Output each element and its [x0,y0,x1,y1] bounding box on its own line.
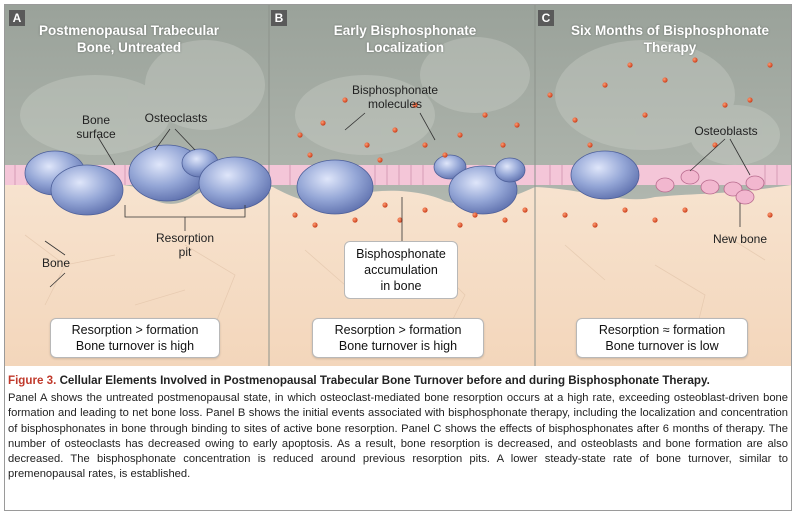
osteoclasts-label: Osteoclasts [144,111,208,125]
osteoblasts-label: Osteoblasts [694,124,758,138]
panel-a-title-line2: Bone, Untreated [76,40,182,55]
panel-b-title-line1: Early Bisphosphonate [333,23,477,38]
bisphosphonate-molecules-b [292,97,528,228]
resorption-pit-label-line2: pit [178,245,192,259]
caption-title: Figure 3. Cellular Elements Involved in … [8,373,788,388]
figure-number: Figure 3. [8,374,57,387]
bone-label: Bone [41,256,71,270]
summary-box-c: Resorption ≈ formation Bone turnover is … [576,318,748,358]
bisphosphonate-molecules-label-line1: Bisphosphonate [351,83,439,97]
resorption-pit-label-line1: Resorption [155,231,215,245]
panel-a-title-line1: Postmenopausal Trabecular [38,23,220,38]
panel-c-title: Six Months of Bisphosphonate Therapy [555,22,785,56]
panel-b-letter: B [271,10,287,26]
osteoclast-panel-c [570,150,640,200]
summary-a-line1: Resorption > formation [71,323,199,337]
caption-body: Panel A shows the untreated postmenopaus… [8,392,788,481]
figure-illustration [5,5,791,366]
panel-a-title: Postmenopausal Trabecular Bone, Untreate… [20,22,238,56]
accumulation-line3: in bone [380,279,422,293]
osteoclasts-panel-b [296,154,526,215]
summary-b-line1: Resorption > formation [334,323,462,337]
summary-c-line2: Bone turnover is low [605,339,719,353]
resorption-pit-label: Resorption pit [150,231,220,259]
summary-b-line2: Bone turnover is high [338,339,458,353]
osteoblasts-panel-c [655,169,765,205]
osteoclasts-panel-a [24,144,272,216]
bisphosphonate-accumulation-box: Bisphosphonate accumulation in bone [344,241,458,299]
panel-b-title: Early Bisphosphonate Localization [300,22,510,56]
summary-box-b: Resorption > formation Bone turnover is … [312,318,484,358]
summary-c-line1: Resorption ≈ formation [598,323,726,337]
accumulation-line1: Bisphosphonate [356,247,446,261]
panel-c-title-line1: Six Months of Bisphosphonate [571,23,769,38]
bisphosphonate-molecules-label: Bisphosphonate molecules [340,83,450,111]
panel-c-title-line2: Therapy [643,40,697,55]
panel-a-letter: A [9,10,25,26]
bone-surface-label: Bone surface [66,113,126,141]
panel-c-letter: C [538,10,554,26]
bisphosphonate-molecules-c [547,57,773,228]
bisphosphonate-molecules-label-line2: molecules [367,97,423,111]
bone-surface-label-line2: surface [76,127,116,141]
caption-title-text: Cellular Elements Involved in Postmenopa… [59,374,710,387]
summary-box-a: Resorption > formation Bone turnover is … [50,318,220,358]
accumulation-line2: accumulation [364,263,438,277]
panel-b-title-line2: Localization [365,40,444,55]
bone-surface-label-line1: Bone [81,113,111,127]
new-bone-label: New bone [712,232,768,246]
summary-a-line2: Bone turnover is high [75,339,195,353]
figure-caption: Figure 3. Cellular Elements Involved in … [8,373,788,483]
